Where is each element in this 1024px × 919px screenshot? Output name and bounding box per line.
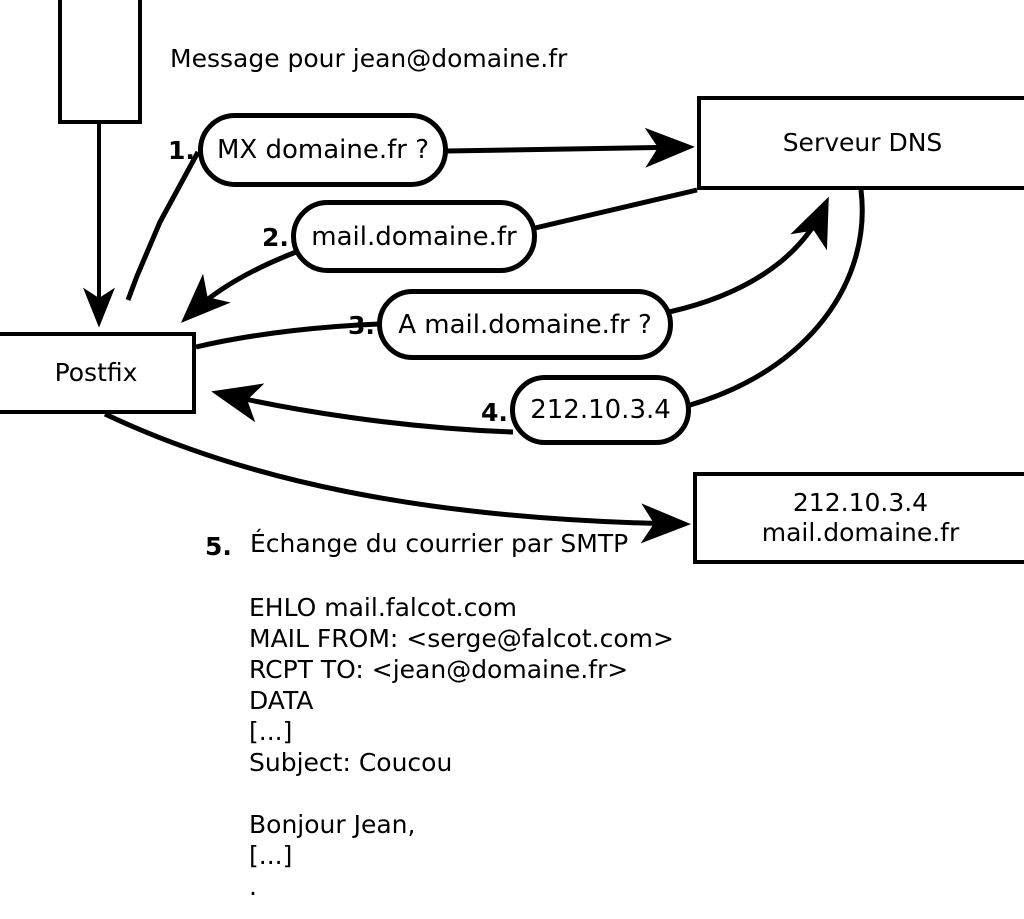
smtp-transcript-line: Subject: Coucou xyxy=(249,748,453,777)
edge-dns-to-step2 xyxy=(534,187,698,231)
step-number-3: 3. xyxy=(348,311,375,340)
step-2-bubble[interactable]: mail.domaine.fr xyxy=(291,200,537,273)
smtp-transcript-line: EHLO mail.falcot.com xyxy=(249,593,518,622)
edge-dns-to-step4 xyxy=(689,189,865,408)
header-note: Message pour jean@domaine.fr xyxy=(170,44,568,73)
edge-step4-to-postfix xyxy=(211,383,514,435)
mail-server-ip: 212.10.3.4 xyxy=(792,487,929,517)
step-3-text: A mail.domaine.fr ? xyxy=(398,309,652,340)
postfix-box[interactable]: Postfix xyxy=(0,332,196,414)
step-4-text: 212.10.3.4 xyxy=(530,395,671,425)
mail-server-hostname: mail.domaine.fr xyxy=(761,518,960,547)
smtp-transcript-line: RCPT TO: <jean@domaine.fr> xyxy=(249,655,629,684)
edge-postfix-to-mailserver xyxy=(103,411,691,544)
step-number-4: 4. xyxy=(481,398,508,427)
postfix-label: Postfix xyxy=(54,357,138,387)
edge-step2-to-postfix xyxy=(180,249,297,323)
smtp-transcript-line: MAIL FROM: <serge@falcot.com> xyxy=(249,624,674,653)
smtp-transcript-line: [...] xyxy=(249,841,293,870)
edge-step1-to-dns xyxy=(446,127,695,168)
step-1-bubble[interactable]: MX domaine.fr ? xyxy=(198,113,448,187)
step-number-1: 1. xyxy=(168,136,195,165)
step-2-text: mail.domaine.fr xyxy=(311,221,517,252)
step-number-5: 5. xyxy=(205,532,232,561)
step-4-bubble[interactable]: 212.10.3.4 xyxy=(510,375,691,445)
edge-postfix-to-step1 xyxy=(125,150,201,301)
step-1-text: MX domaine.fr ? xyxy=(216,135,430,165)
edge-step3-to-dns xyxy=(668,196,829,315)
smtp-transcript-line: Bonjour Jean, xyxy=(249,810,416,839)
step-5-caption: Échange du courrier par SMTP xyxy=(250,529,629,558)
smtp-transcript-line: . xyxy=(249,872,257,901)
dns-server-label: Serveur DNS xyxy=(782,127,943,157)
smtp-transcript-line: DATA xyxy=(249,686,314,715)
edge-postfix-to-step3 xyxy=(195,321,380,350)
step-number-2: 2. xyxy=(262,223,289,252)
smtp-transcript-line: [...] xyxy=(249,717,293,746)
smtp-transcript-line xyxy=(249,781,674,812)
dns-server-box[interactable]: Serveur DNS xyxy=(697,96,1024,190)
step-3-bubble[interactable]: A mail.domaine.fr ? xyxy=(377,289,673,360)
mail-client-box[interactable] xyxy=(58,0,142,124)
mail-server-box[interactable]: 212.10.3.4 mail.domaine.fr xyxy=(693,472,1024,564)
